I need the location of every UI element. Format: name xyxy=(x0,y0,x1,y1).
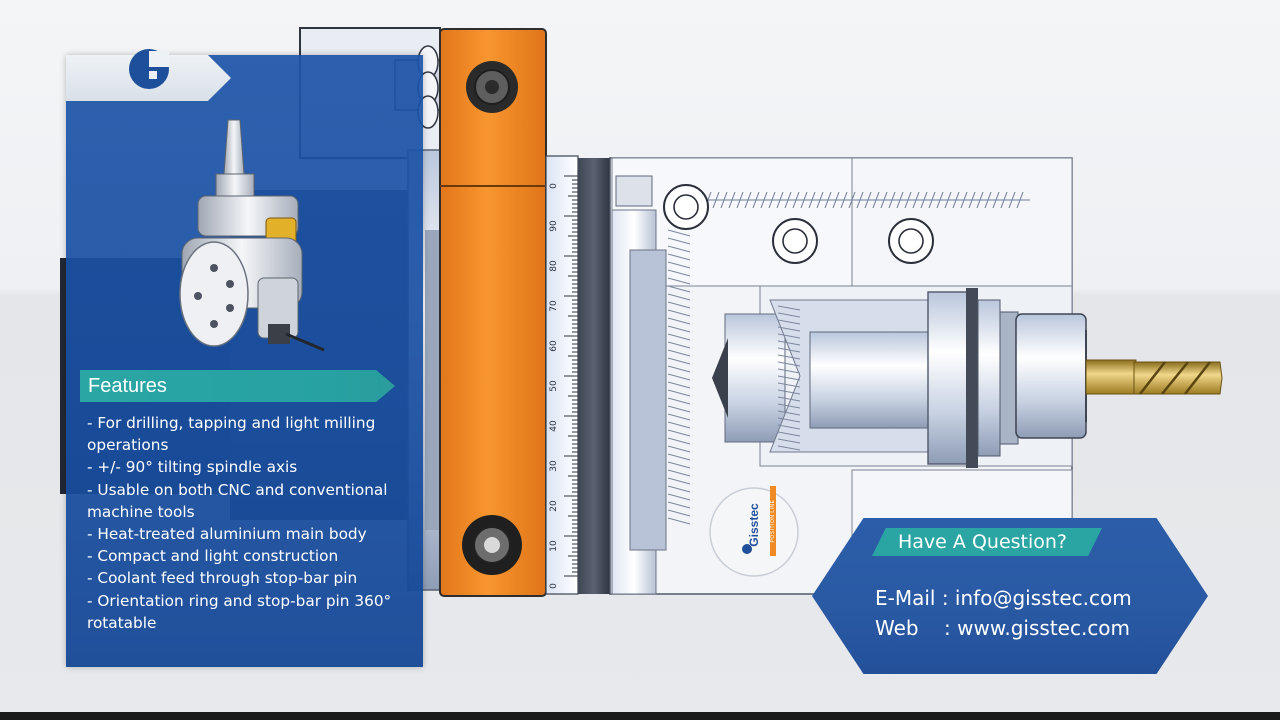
scale-label: 0 xyxy=(549,583,559,589)
feature-item: - Orientation ring and stop-bar pin 360°… xyxy=(87,591,392,632)
scale-label: 50 xyxy=(549,380,559,392)
scale-label: 70 xyxy=(549,300,559,312)
features-panel xyxy=(66,55,423,667)
scale-label: 20 xyxy=(549,500,559,512)
scale-label: 90 xyxy=(549,220,559,232)
feature-item: - +/- 90° tilting spindle axis xyxy=(87,458,298,477)
feature-item: - Usable on both CNC and conventional ma… xyxy=(87,480,388,521)
question-title: Have A Question? xyxy=(898,531,1068,553)
badge-subline: POSITION LINE xyxy=(770,486,776,556)
contact-email[interactable]: E-Mail : info@gisstec.com xyxy=(875,586,1132,610)
brand-badge: Gisstec POSITION LINE xyxy=(710,486,798,576)
feature-item: - For drilling, tapping and light millin… xyxy=(87,414,376,455)
bottom-bar xyxy=(0,712,1280,720)
scale-label: 30 xyxy=(549,460,559,472)
feature-item: - Coolant feed through stop-bar pin xyxy=(87,569,358,588)
features-title: Features xyxy=(88,375,167,397)
scale-label: 10 xyxy=(549,540,559,552)
features-heading-tab xyxy=(80,370,395,402)
scale-label: 60 xyxy=(549,340,559,352)
features-list: - For drilling, tapping and light millin… xyxy=(87,412,407,634)
scale-label: 40 xyxy=(549,420,559,432)
angle-head-product-image xyxy=(179,119,325,352)
feature-item: - Compact and light construction xyxy=(87,547,339,566)
question-tab xyxy=(872,528,1102,556)
gisstec-logo-icon xyxy=(129,49,169,89)
badge-logo-icon xyxy=(742,544,752,554)
badge-brand: Gisstec xyxy=(747,503,761,547)
feature-item: - Heat-treated aluminium main body xyxy=(87,525,367,544)
scale-label: 80 xyxy=(549,260,559,272)
scale-label: 0 xyxy=(549,183,559,189)
contact-website[interactable]: Web : www.gisstec.com xyxy=(875,616,1131,640)
